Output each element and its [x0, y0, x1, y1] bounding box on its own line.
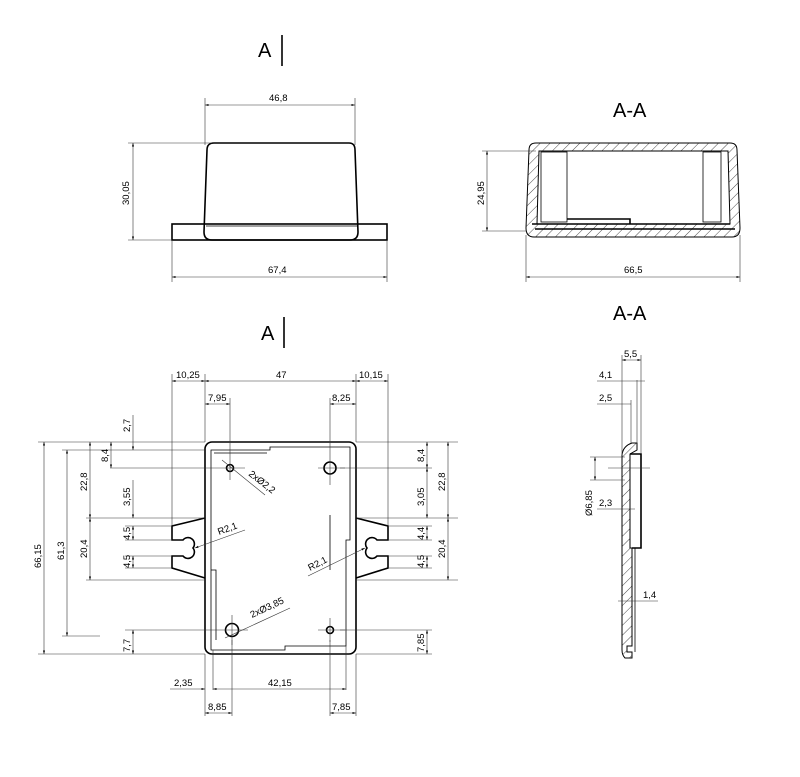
dim-side-d1: 5,5 [624, 349, 637, 360]
section-label: A-A [613, 100, 647, 122]
callout-radius-left: R2,1 [216, 521, 239, 538]
dim-right-tab: 20,4 [437, 540, 448, 559]
dim-bottom-offset: 2,35 [174, 678, 193, 689]
dim-width-top: 46,8 [269, 93, 288, 104]
dim-right-slot-b: 4,5 [416, 555, 427, 568]
housing-outline [204, 441, 357, 655]
dim-right-gap: 3,05 [416, 488, 427, 507]
dim-section-width: 66,5 [624, 265, 643, 276]
dim-holes-span: 61,3 [56, 542, 67, 561]
wall-section [621, 442, 638, 659]
dim-left-tab: 10,25 [176, 370, 200, 381]
view-label-a: A [258, 40, 272, 62]
dim-tab-height: 20,4 [79, 540, 90, 559]
dim-slot-a: 4,5 [122, 527, 133, 540]
section-label-side: A-A [613, 303, 647, 325]
dim-width-total: 67,4 [268, 265, 287, 276]
dim-edge-top: 2,7 [122, 419, 133, 432]
dim-right-tab: 10,15 [359, 370, 383, 381]
front-view: A 46,8 30,05 67,4 [121, 35, 388, 282]
dim-hole-top: 8,4 [100, 449, 111, 462]
dim-side-d2: 4,1 [599, 370, 612, 381]
dim-bottom-hole-left: 8,85 [208, 702, 227, 713]
dim-gap: 3,55 [122, 488, 133, 507]
dim-hole-bottom: 7,7 [122, 639, 133, 652]
view-label-a-plan: A [261, 323, 275, 345]
dim-bottom-hole-right: 7,85 [332, 702, 351, 713]
section-view-side: A-A 5,5 4,1 2,5 Ø6,85 2,3 1,4 [584, 303, 658, 659]
mounting-tab-left [171, 517, 206, 579]
mounting-tab-right [355, 517, 389, 579]
dim-side-d4: 2,3 [599, 498, 612, 509]
plan-view: A 2xØ2,2 2xØ3,85 R2,1 R2,1 [33, 317, 458, 716]
callout-radius-right: R2,1 [306, 555, 329, 574]
dim-body-width: 47 [276, 370, 287, 381]
housing-body [203, 142, 359, 241]
dim-side-d3: 2,5 [599, 393, 612, 404]
dim-right-hole-bottom: 7,85 [416, 634, 427, 653]
dim-bottom-span: 42,15 [268, 678, 292, 689]
dim-height: 30,05 [121, 181, 132, 205]
dim-hole-left-x: 7,95 [208, 393, 227, 404]
dim-right-to-tab: 22,8 [437, 473, 448, 492]
dim-side-diameter: Ø6,85 [584, 490, 595, 516]
dim-overall-height: 66,15 [33, 544, 44, 568]
dim-hole-right-x: 8,25 [332, 393, 351, 404]
dim-right-slot-a: 4,4 [416, 527, 427, 540]
dim-right-hole-top: 8,4 [416, 449, 427, 462]
dim-to-tab: 22,8 [79, 473, 90, 492]
section-view-top: A-A 24,95 66,5 [476, 100, 741, 282]
dim-section-height: 24,95 [476, 181, 487, 205]
dim-slot-b: 4,5 [122, 555, 133, 568]
dim-side-d5: 1,4 [643, 590, 656, 601]
callout-large-holes: 2xØ3,85 [249, 596, 286, 621]
